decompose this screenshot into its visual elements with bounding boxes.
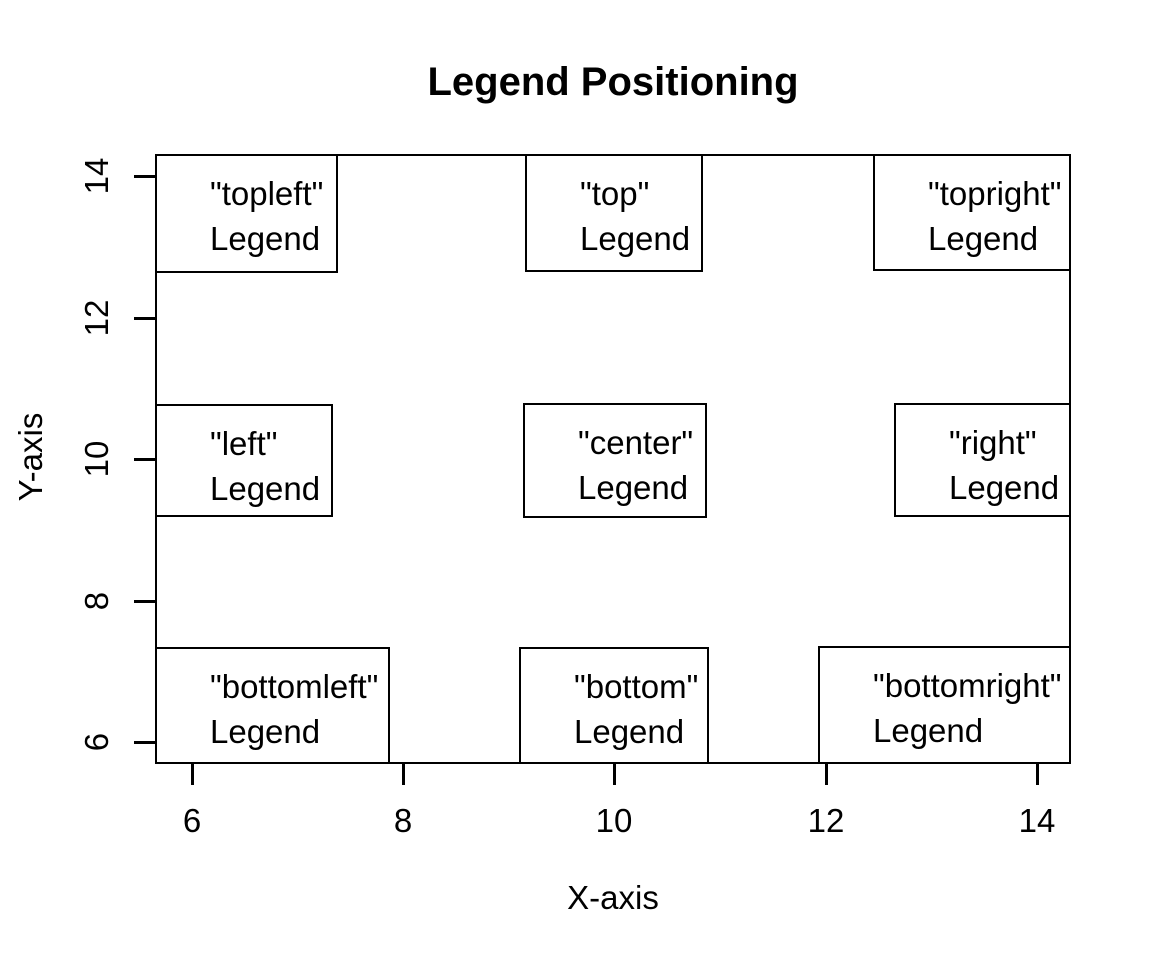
legend-entry-label: Legend (873, 712, 984, 749)
legend-box-center: "center" Legend (523, 403, 707, 518)
x-tick-12 (825, 764, 828, 785)
x-axis-title: X-axis (567, 879, 659, 916)
x-tick-label: 6 (182, 802, 202, 839)
y-tick-label: 14 (78, 157, 115, 195)
legend-entry-label: Legend (928, 220, 1039, 257)
legend-box-right: "right" Legend (894, 403, 1071, 517)
y-tick-10 (134, 458, 155, 461)
legend-entry-label: "top" (580, 175, 650, 212)
y-tick-label: 12 (78, 299, 115, 337)
legend-box-top: "top" Legend (525, 154, 703, 272)
x-tick-label: 12 (807, 802, 845, 839)
legend-box-left: "left" Legend (155, 404, 333, 517)
y-tick-14 (134, 175, 155, 178)
x-tick-label: 8 (393, 802, 413, 839)
legend-entry-label: Legend (578, 469, 689, 506)
y-tick-6 (134, 741, 155, 744)
legend-entry-label: "center" (578, 424, 694, 461)
y-tick-8 (134, 600, 155, 603)
y-tick-label: 10 (78, 440, 115, 478)
legend-entry-label: Legend (580, 220, 691, 257)
x-tick-6 (191, 764, 194, 785)
legend-entry-label: Legend (574, 713, 685, 750)
x-tick-8 (402, 764, 405, 785)
legend-box-topright: "topright" Legend (873, 154, 1071, 271)
legend-entry-label: Legend (949, 469, 1060, 506)
legend-entry-label: "right" (949, 424, 1037, 461)
y-tick-label: 6 (78, 732, 115, 752)
legend-entry-label: "bottom" (574, 668, 699, 705)
legend-box-bottom: "bottom" Legend (519, 647, 709, 764)
x-tick-label: 10 (595, 802, 633, 839)
legend-entry-label: "left" (210, 425, 278, 462)
y-tick-label: 8 (78, 591, 115, 611)
x-tick-label: 14 (1018, 802, 1056, 839)
legend-box-bottomright: "bottomright" Legend (818, 646, 1071, 764)
legend-box-bottomleft: "bottomleft" Legend (155, 647, 390, 764)
y-tick-12 (134, 317, 155, 320)
x-tick-10 (613, 764, 616, 785)
legend-entry-label: Legend (210, 470, 321, 507)
legend-entry-label: "bottomright" (873, 667, 1062, 704)
legend-box-topleft: "topleft" Legend (155, 154, 338, 273)
x-tick-14 (1036, 764, 1039, 785)
chart-title: Legend Positioning (427, 60, 799, 104)
legend-entry-label: "bottomleft" (210, 668, 379, 705)
legend-entry-label: "topleft" (210, 175, 324, 212)
legend-entry-label: Legend (210, 220, 321, 257)
y-axis-title: Y-axis (12, 412, 49, 502)
legend-entry-label: "topright" (928, 175, 1062, 212)
legend-entry-label: Legend (210, 713, 321, 750)
